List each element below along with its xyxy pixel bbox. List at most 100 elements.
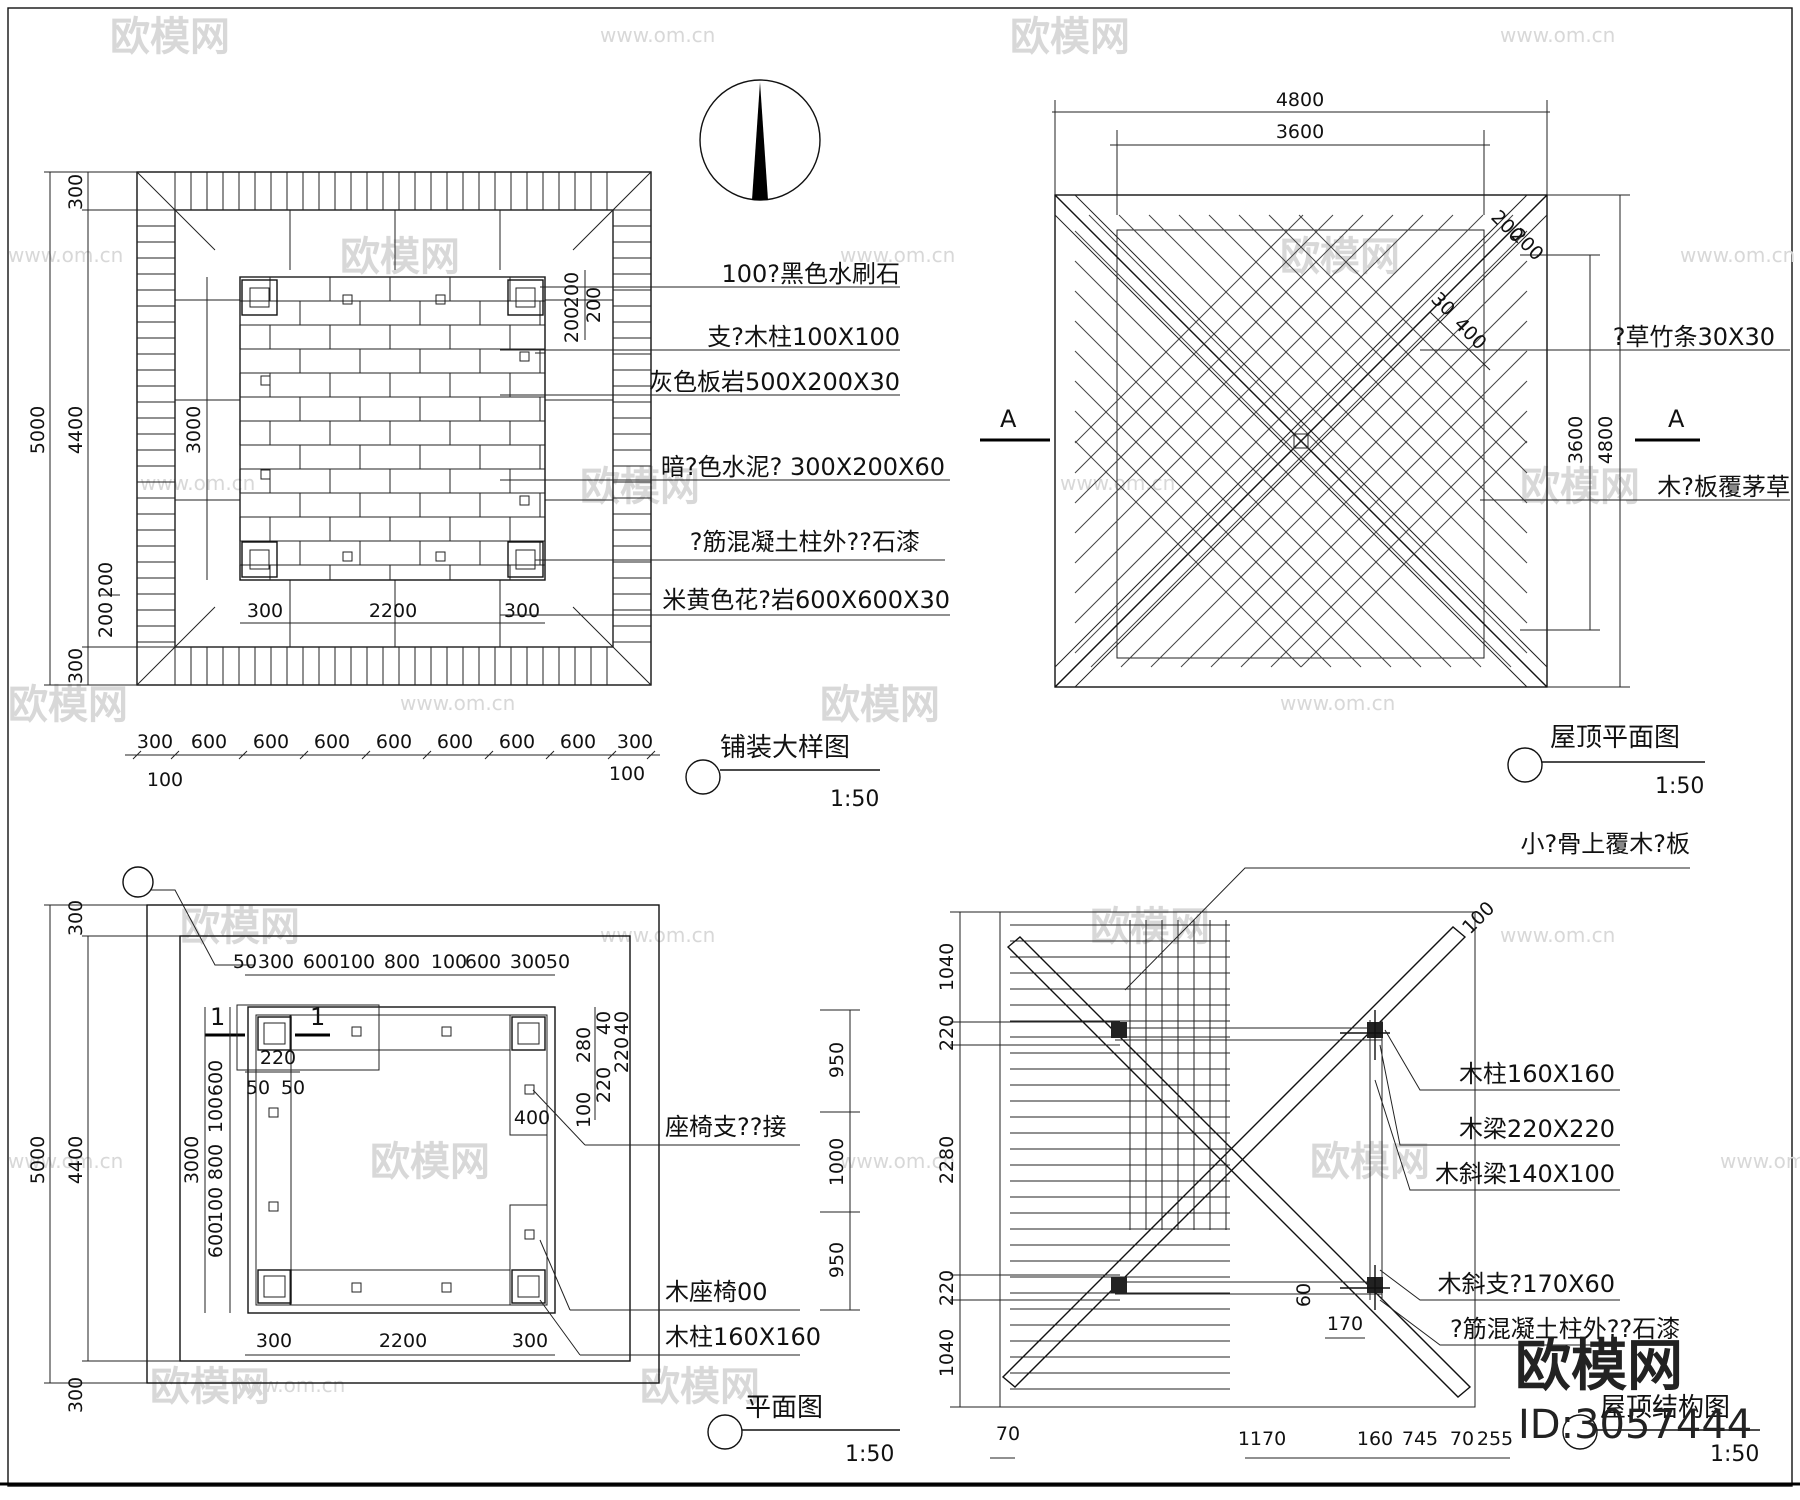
svg-text:木?板覆茅草: 木?板覆茅草 (1657, 473, 1790, 501)
svg-text:255: 255 (1477, 1428, 1513, 1450)
svg-text:300: 300 (512, 1330, 548, 1352)
svg-text:欧模网: 欧模网 (180, 904, 300, 950)
svg-text:300: 300 (65, 648, 87, 684)
svg-text:300: 300 (137, 731, 173, 753)
svg-text:欧模网: 欧模网 (1280, 234, 1400, 280)
svg-text:A: A (1000, 405, 1017, 433)
svg-text:木柱160X160: 木柱160X160 (1459, 1060, 1615, 1088)
site-logo: 欧模网 ID:3057444 (1515, 1334, 1752, 1448)
svg-text:欧模网: 欧模网 (1010, 14, 1130, 60)
svg-text:600: 600 (376, 731, 412, 753)
svg-text:300: 300 (247, 600, 283, 622)
svg-text:木斜支?170X60: 木斜支?170X60 (1437, 1270, 1615, 1298)
svg-text:600: 600 (465, 951, 501, 973)
svg-text:www.om.cn: www.om.cn (400, 691, 515, 715)
roof-structure-title: 屋顶结构图 (1600, 1393, 1730, 1423)
svg-text:www.om.cn: www.om.cn (230, 1373, 345, 1397)
svg-text:600: 600 (499, 731, 535, 753)
svg-text:170: 170 (1327, 1313, 1363, 1335)
svg-text:600: 600 (253, 731, 289, 753)
svg-text:5000: 5000 (27, 1136, 49, 1184)
svg-text:3000: 3000 (183, 406, 205, 454)
floor-plan-title: 平面图 (745, 1393, 823, 1423)
svg-text:欧模网: 欧模网 (150, 1364, 270, 1410)
svg-text:小?骨上覆木?板: 小?骨上覆木?板 (1521, 830, 1690, 858)
roof-structure: 1040 220 2280 220 1040 70 1170 160 745 7… (936, 830, 1760, 1467)
svg-text:600: 600 (560, 731, 596, 753)
svg-text:欧模网: 欧模网 (1090, 904, 1210, 950)
svg-text:ID:3057444: ID:3057444 (1518, 1402, 1752, 1448)
svg-text:50: 50 (281, 1077, 305, 1099)
svg-text:600: 600 (314, 731, 350, 753)
drawing-border (7, 7, 1793, 1487)
svg-text:100: 100 (609, 763, 645, 785)
svg-text:1:50: 1:50 (830, 787, 879, 812)
svg-text:?筋混凝土柱外??石漆: ?筋混凝土柱外??石漆 (690, 528, 920, 556)
svg-text:60: 60 (1293, 1283, 1315, 1307)
svg-text:www.om.cn: www.om.cn (1720, 1149, 1800, 1173)
svg-text:灰色板岩500X200X30: 灰色板岩500X200X30 (649, 368, 900, 396)
svg-text:600: 600 (205, 1222, 227, 1258)
svg-text:1: 1 (310, 1003, 325, 1031)
svg-text:220: 220 (936, 1015, 958, 1051)
svg-text:200: 200 (583, 287, 605, 323)
svg-text:300: 300 (256, 1330, 292, 1352)
svg-text:支?木柱100X100: 支?木柱100X100 (707, 323, 900, 351)
svg-text:2200: 2200 (369, 600, 417, 622)
svg-text:100: 100 (205, 1097, 227, 1133)
svg-text:600: 600 (191, 731, 227, 753)
svg-text:160: 160 (1357, 1428, 1393, 1450)
svg-text:木梁220X220: 木梁220X220 (1459, 1115, 1615, 1143)
roof-plan: A A 4800 3600 3600 4800 200 200 30 400 ?… (980, 89, 1790, 799)
svg-text:3600: 3600 (1565, 416, 1587, 464)
paving-plan: 5000 4400 300 300 200 200 3000 200 200 2… (27, 79, 950, 812)
svg-text:www.om.cn: www.om.cn (140, 471, 255, 495)
svg-text:www.om.cn: www.om.cn (1280, 691, 1395, 715)
svg-text:木斜梁140X100: 木斜梁140X100 (1435, 1160, 1615, 1188)
svg-text:800: 800 (384, 951, 420, 973)
svg-text:欧模网: 欧模网 (1515, 1334, 1683, 1399)
svg-text:座椅支??接: 座椅支??接 (665, 1113, 786, 1141)
svg-text:4400: 4400 (65, 1136, 87, 1184)
svg-text:欧模网: 欧模网 (640, 1364, 760, 1410)
svg-text:www.om.cn: www.om.cn (8, 243, 123, 267)
svg-text:100?黑色水刷石: 100?黑色水刷石 (721, 260, 900, 288)
svg-text:欧模网: 欧模网 (110, 14, 230, 60)
svg-text:欧模网: 欧模网 (820, 682, 940, 728)
svg-text:400: 400 (514, 1107, 550, 1129)
svg-text:欧模网: 欧模网 (1520, 464, 1640, 510)
svg-text:木柱160X160: 木柱160X160 (665, 1323, 821, 1351)
svg-text:www.om.cn: www.om.cn (8, 1149, 123, 1173)
svg-text:1:50: 1:50 (845, 1442, 894, 1467)
svg-text:100: 100 (573, 1092, 595, 1128)
svg-text:1:50: 1:50 (1655, 774, 1704, 799)
svg-text:300: 300 (65, 1377, 87, 1413)
svg-text:www.om.cn: www.om.cn (1680, 243, 1795, 267)
svg-text:?筋混凝土柱外??石漆: ?筋混凝土柱外??石漆 (1450, 1315, 1680, 1343)
svg-text:600: 600 (437, 731, 473, 753)
svg-text:欧模网: 欧模网 (370, 1139, 490, 1185)
svg-text:1:50: 1:50 (1710, 1442, 1759, 1467)
svg-text:745: 745 (1402, 1428, 1438, 1450)
svg-text:1040: 1040 (936, 1329, 958, 1377)
svg-text:4800: 4800 (1595, 416, 1617, 464)
svg-text:100: 100 (147, 769, 183, 791)
roof-plan-title: 屋顶平面图 (1550, 723, 1680, 753)
svg-text:200: 200 (95, 602, 117, 638)
svg-text:950: 950 (826, 1242, 848, 1278)
svg-text:1000: 1000 (826, 1138, 848, 1186)
svg-text:220: 220 (260, 1047, 296, 1069)
svg-text:暗?色水泥? 300X200X60: 暗?色水泥? 300X200X60 (661, 453, 945, 481)
svg-text:1170: 1170 (1238, 1428, 1286, 1450)
svg-text:200: 200 (561, 272, 583, 308)
svg-text:40: 40 (611, 1011, 633, 1035)
svg-text:300: 300 (504, 600, 540, 622)
svg-text:300: 300 (258, 951, 294, 973)
svg-text:50: 50 (233, 951, 257, 973)
svg-text:220: 220 (611, 1037, 633, 1073)
floor-plan: 1 1 50 300 600 100 800 100 600 300 50 50… (27, 866, 900, 1467)
svg-text:?草竹条30X30: ?草竹条30X30 (1613, 323, 1775, 351)
svg-text:www.om.cn: www.om.cn (600, 923, 715, 947)
svg-text:www.om.cn: www.om.cn (840, 243, 955, 267)
svg-text:300: 300 (65, 174, 87, 210)
